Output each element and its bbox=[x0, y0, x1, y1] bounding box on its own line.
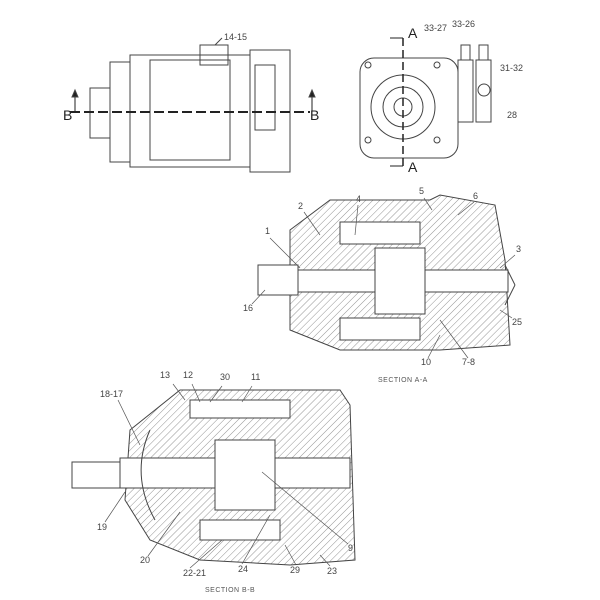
callout: 3 bbox=[516, 244, 522, 254]
callout: 22-21 bbox=[183, 568, 207, 578]
callout: 33-26 bbox=[452, 19, 476, 29]
pump-end-view bbox=[359, 37, 492, 170]
leader-lines bbox=[104, 197, 516, 569]
section-marker-a-top: A bbox=[408, 25, 418, 41]
callout: 24 bbox=[238, 564, 249, 574]
callout: 31-32 bbox=[500, 63, 524, 73]
callout: 5 bbox=[419, 186, 425, 196]
callout: 4 bbox=[356, 194, 362, 204]
section-b-b-drawing bbox=[71, 389, 356, 566]
pump-side-view bbox=[70, 37, 316, 173]
callout: 19 bbox=[97, 522, 108, 532]
callout: 7-8 bbox=[462, 357, 476, 367]
callout: 6 bbox=[473, 191, 479, 201]
callout: 2 bbox=[298, 201, 304, 211]
callout: 25 bbox=[512, 317, 523, 327]
section-b-b-caption: SECTION B-B bbox=[205, 587, 256, 594]
callout: 11 bbox=[251, 372, 261, 382]
callout: 33-27 bbox=[424, 23, 448, 33]
section-a-a-drawing bbox=[257, 194, 516, 351]
callout: 10 bbox=[421, 357, 432, 367]
callout: 29 bbox=[290, 565, 301, 575]
callout: 30 bbox=[220, 372, 231, 382]
callout: 13 bbox=[160, 370, 171, 380]
callout: 9 bbox=[348, 543, 354, 553]
section-marker-a-bottom: A bbox=[408, 159, 418, 175]
callout: 18-17 bbox=[100, 389, 124, 399]
callout: 20 bbox=[140, 555, 151, 565]
callout: 28 bbox=[507, 110, 518, 120]
callout: 23 bbox=[327, 566, 338, 576]
callout: 12 bbox=[183, 370, 194, 380]
section-a-a-caption: SECTION A-A bbox=[378, 377, 428, 384]
callout: 1 bbox=[265, 226, 271, 236]
callout-14-15: 14-15 bbox=[224, 32, 248, 42]
section-marker-b-left: B bbox=[63, 107, 73, 123]
section-marker-b-right: B bbox=[310, 107, 320, 123]
callout: 16 bbox=[243, 303, 254, 313]
